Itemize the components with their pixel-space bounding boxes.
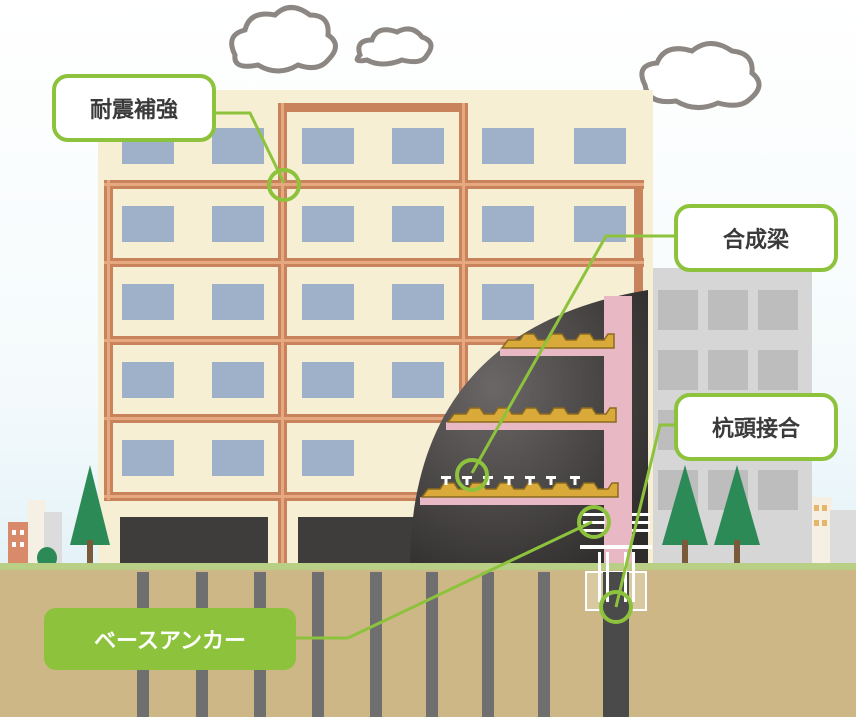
garage-door <box>298 517 418 568</box>
base-anchor-detail <box>580 513 652 549</box>
tree-icon <box>662 465 708 568</box>
cloud-icon <box>639 41 762 110</box>
grass <box>0 563 856 570</box>
cloud-icon <box>229 5 338 74</box>
label-pile-head-text: 杭頭接合 <box>712 416 801 442</box>
tree-icon <box>70 465 110 568</box>
background-buildings-right <box>810 497 856 567</box>
label-base-anchor: ベースアンカー <box>44 608 296 670</box>
label-seismic: 耐震補強 <box>52 74 216 142</box>
leader-lines <box>212 111 676 640</box>
marker-circles <box>267 168 633 624</box>
cloud-icon <box>354 26 434 67</box>
label-composite-beam-text: 合成梁 <box>723 227 789 253</box>
garage-door <box>120 517 268 568</box>
tree-icon <box>714 465 760 568</box>
windows <box>122 128 626 476</box>
label-pile-head: 杭頭接合 <box>674 393 838 461</box>
label-seismic-text: 耐震補強 <box>90 97 178 123</box>
label-base-anchor-text: ベースアンカー <box>94 629 246 654</box>
label-composite-beam: 合成梁 <box>674 204 838 272</box>
